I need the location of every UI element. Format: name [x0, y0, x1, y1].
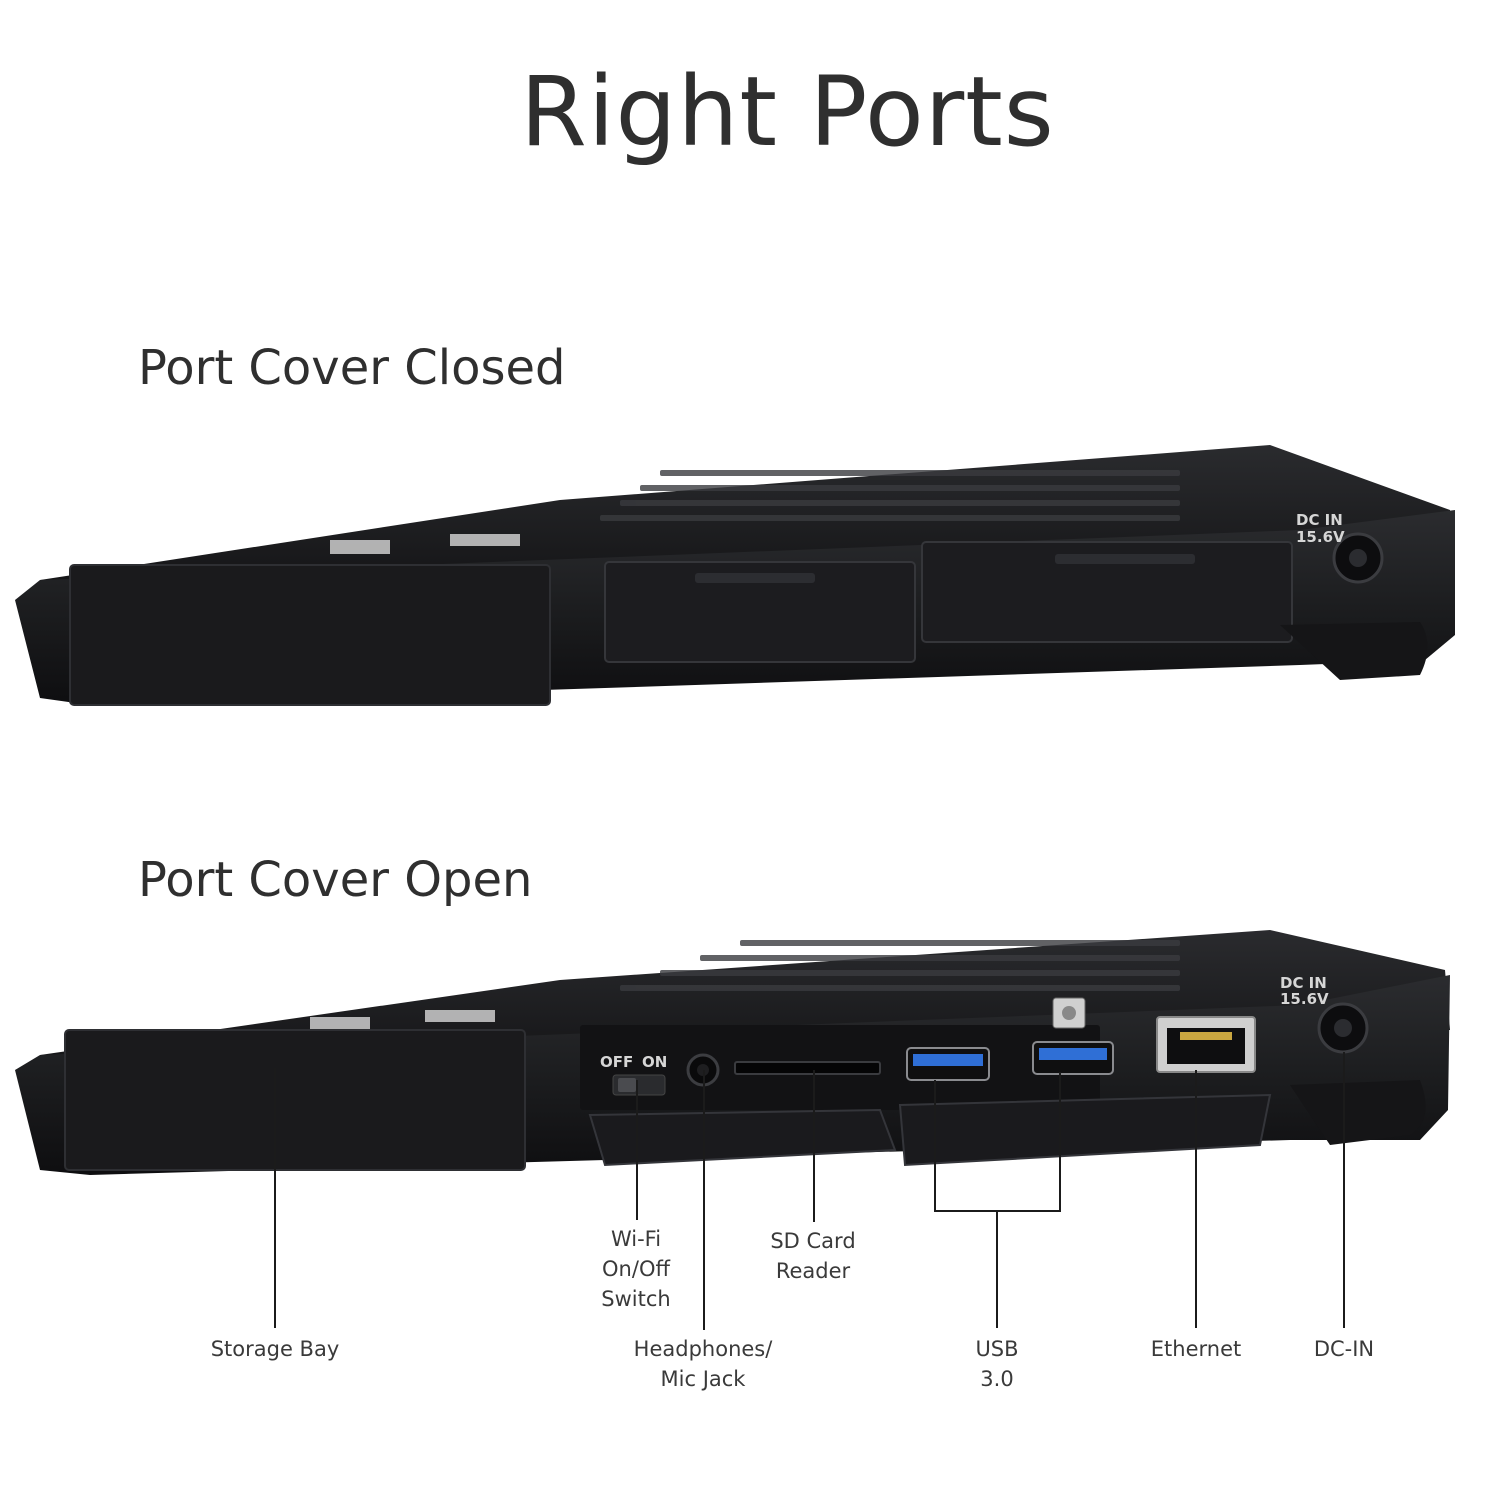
leader-line-storage-bay: [274, 1068, 276, 1328]
voltage-marking: 15.6V: [1296, 528, 1345, 546]
leader-line-headphones: [703, 1070, 705, 1330]
callout-ethernet: Ethernet: [1116, 1334, 1276, 1364]
callout-usb: USB 3.0: [937, 1334, 1057, 1394]
dc-in-marking: DC IN: [1296, 511, 1343, 529]
leader-line-usb-left: [934, 1080, 936, 1212]
callout-headphones-line2: Mic Jack: [660, 1367, 746, 1391]
leader-line-usb-stem: [996, 1210, 998, 1328]
section-heading-open: Port Cover Open: [138, 852, 533, 908]
sd-card-slot-icon: [734, 1061, 881, 1075]
callout-headphones: Headphones/ Mic Jack: [603, 1334, 803, 1394]
switch-off-marking: OFF: [600, 1053, 633, 1071]
callout-usb-line1: USB: [975, 1337, 1019, 1361]
callout-headphones-line1: Headphones/: [633, 1337, 773, 1361]
storage-bay-icon: [64, 1029, 526, 1171]
page-title: Right Ports: [520, 56, 1055, 168]
callout-ethernet-text: Ethernet: [1150, 1337, 1242, 1361]
leader-line-dc-in: [1343, 1052, 1345, 1328]
laptop-closed-illustration: DC IN 15.6V: [15, 445, 1455, 706]
callout-usb-line2: 3.0: [980, 1367, 1014, 1391]
callout-storage-bay: Storage Bay: [175, 1334, 375, 1364]
leader-line-sd-card: [813, 1070, 815, 1222]
dc-in-marking: DC IN: [1280, 974, 1327, 992]
switch-on-marking: ON: [642, 1053, 667, 1071]
callout-dc-in: DC-IN: [1284, 1334, 1404, 1364]
callout-wifi-line1: Wi-Fi: [610, 1227, 662, 1251]
callout-storage-bay-text: Storage Bay: [210, 1337, 340, 1361]
callout-sd-line2: Reader: [775, 1259, 851, 1283]
leader-line-wifi-switch: [636, 1080, 638, 1220]
callout-dc-in-text: DC-IN: [1313, 1337, 1375, 1361]
section-heading-closed: Port Cover Closed: [138, 340, 566, 396]
leader-line-usb-right: [1059, 1072, 1061, 1212]
callout-wifi-switch: Wi-Fi On/Off Switch: [566, 1224, 706, 1314]
laptop-open-illustration: OFF ON DC IN 15.6V: [15, 930, 1450, 1175]
voltage-marking: 15.6V: [1280, 990, 1329, 1008]
leader-line-ethernet: [1195, 1070, 1197, 1328]
keyboard-icon: [600, 470, 1180, 521]
callout-wifi-line3: Switch: [601, 1287, 671, 1311]
laptop-open-image: OFF ON DC IN 15.6V: [0, 920, 1500, 1210]
callout-wifi-line2: On/Off: [602, 1257, 670, 1281]
callout-sd-card: SD Card Reader: [733, 1226, 893, 1286]
callout-sd-line1: SD Card: [770, 1229, 856, 1253]
laptop-closed-image: DC IN 15.6V: [0, 430, 1500, 730]
